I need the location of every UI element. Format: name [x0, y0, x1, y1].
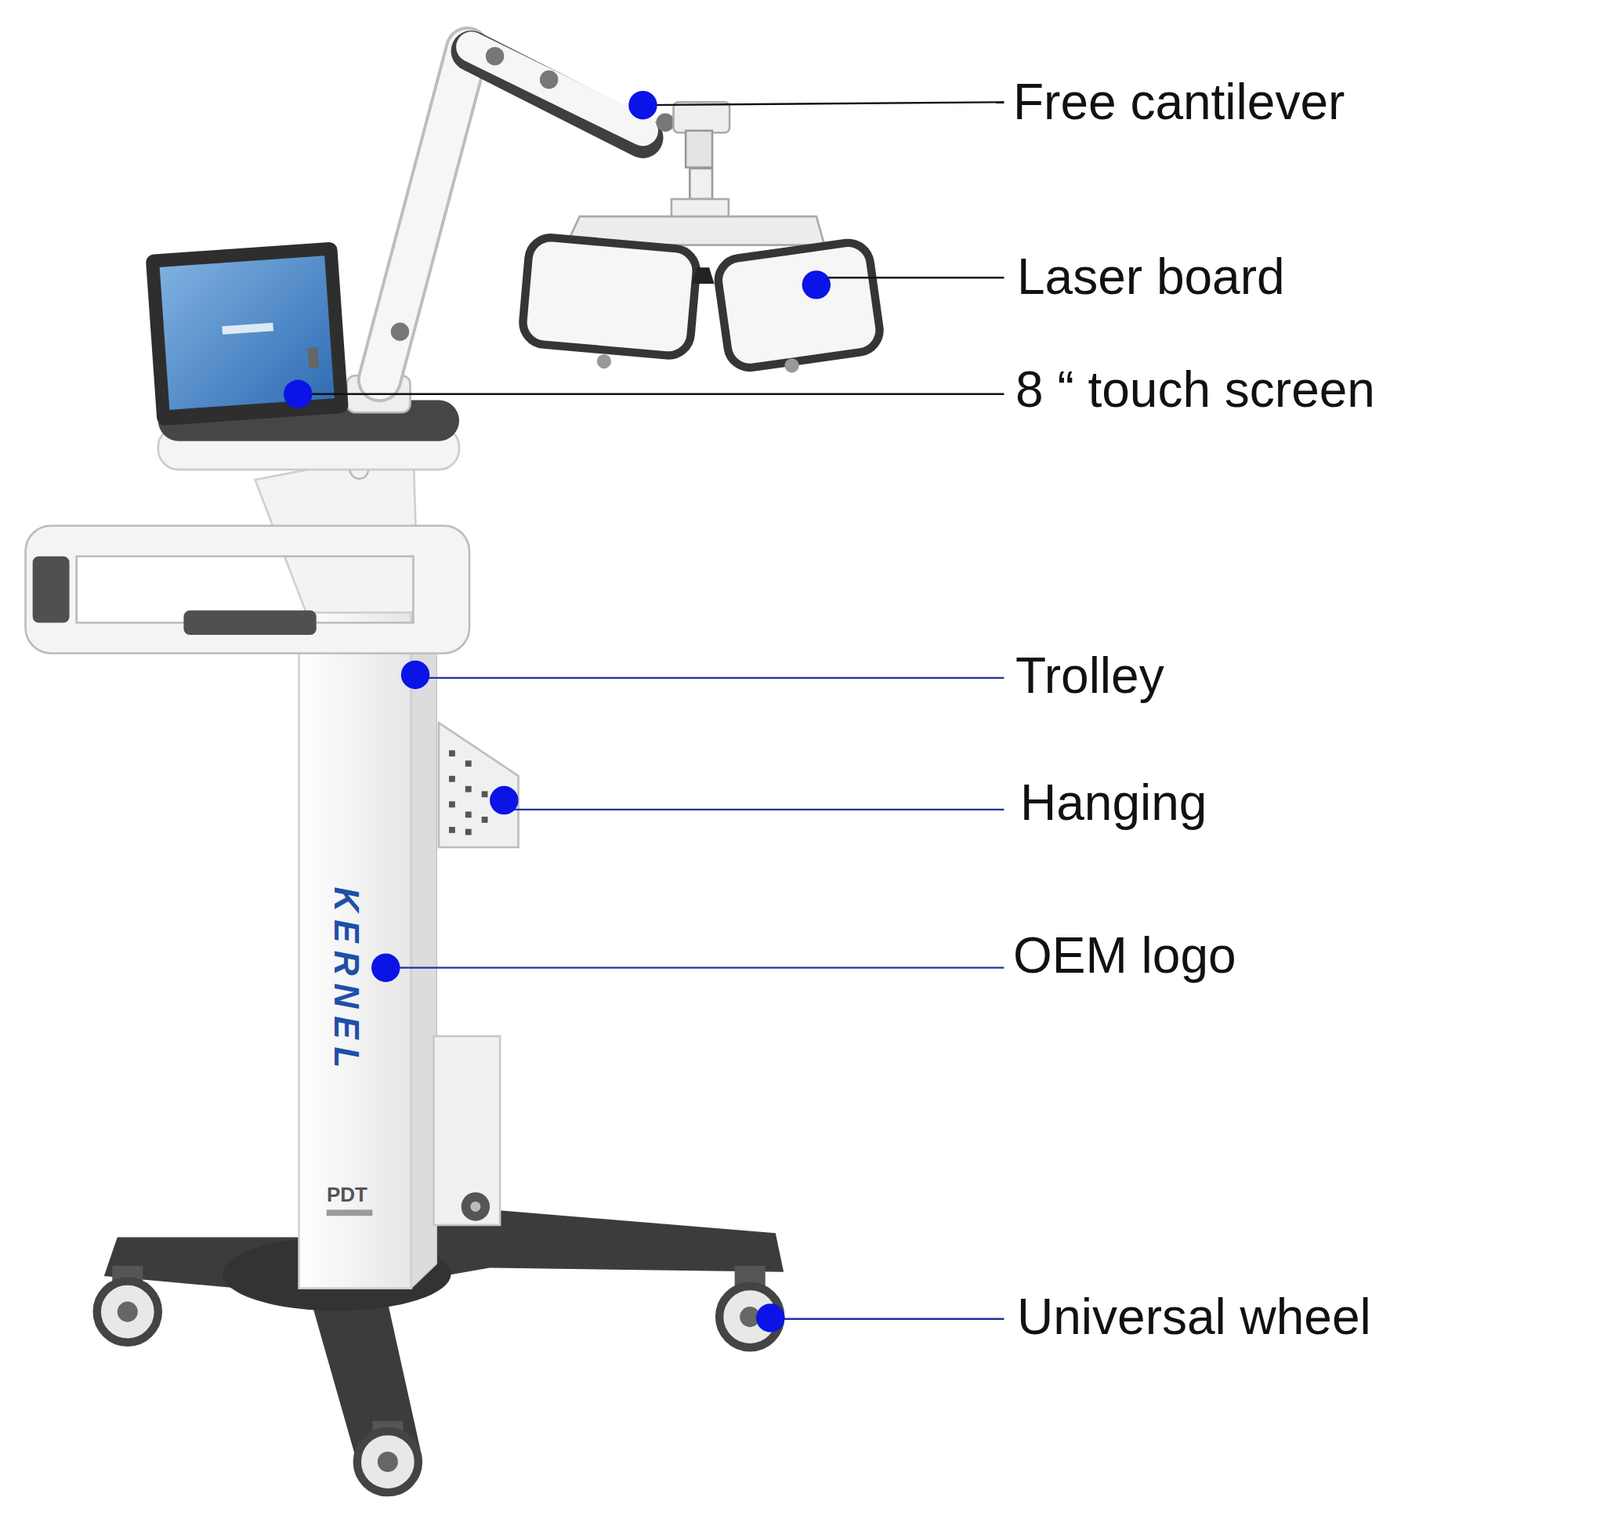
- wheels: [97, 1265, 782, 1492]
- model-mark: PDT: [326, 1182, 368, 1206]
- part-label: Laser board: [1017, 246, 1286, 308]
- laser-head: [521, 216, 883, 373]
- part-label: Free cantilever: [1013, 71, 1345, 133]
- hanging-holder: [438, 722, 519, 848]
- handle: [25, 448, 470, 653]
- brand-logo: KERNEL: [327, 886, 366, 1076]
- part-label: Universal wheel: [1017, 1285, 1372, 1347]
- part-label: Hanging: [1020, 771, 1207, 833]
- leader-lines: [297, 101, 1004, 1318]
- base: [104, 1209, 784, 1456]
- part-label: Trolley: [1015, 644, 1165, 706]
- touch-screen: [145, 241, 349, 426]
- part-label: 8 “ touch screen: [1015, 358, 1376, 420]
- trolley-column: [299, 600, 501, 1289]
- part-label: OEM logo: [1013, 924, 1237, 986]
- callout-dots: [283, 90, 831, 1333]
